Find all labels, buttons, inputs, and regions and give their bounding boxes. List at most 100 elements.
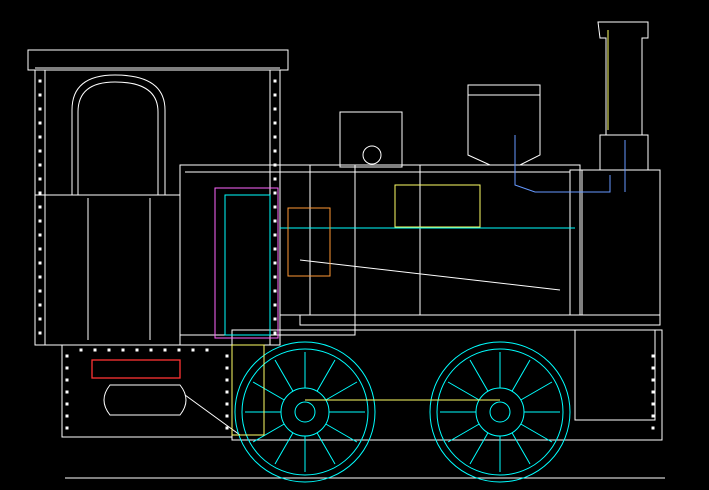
firebox-panel bbox=[394, 184, 481, 228]
rivet bbox=[65, 378, 69, 382]
rivet bbox=[225, 378, 229, 382]
tank-inspection-panel bbox=[287, 207, 331, 277]
rivet bbox=[65, 366, 69, 370]
rear-wheel-spoke bbox=[316, 432, 336, 465]
magenta-layer bbox=[214, 187, 279, 339]
cab-side-sheet bbox=[34, 194, 181, 346]
yellow-layer bbox=[231, 30, 609, 436]
rivet bbox=[651, 402, 655, 406]
rivet bbox=[93, 348, 97, 352]
rivet bbox=[38, 121, 42, 125]
outline-layer bbox=[27, 21, 665, 479]
nameplate bbox=[91, 359, 181, 379]
front-wheel-spoke bbox=[447, 423, 480, 443]
rivet bbox=[191, 348, 195, 352]
rear-axle-box bbox=[231, 344, 265, 436]
cab-window-frame bbox=[214, 187, 279, 339]
rivet bbox=[38, 219, 42, 223]
buffer-beam bbox=[61, 344, 233, 438]
rivet bbox=[38, 303, 42, 307]
rear-wheel-spoke bbox=[252, 423, 285, 443]
rivet bbox=[651, 378, 655, 382]
cyan-layer bbox=[224, 194, 575, 483]
rear-wheel-spoke bbox=[325, 423, 358, 443]
rivet bbox=[38, 331, 42, 335]
boiler bbox=[279, 164, 581, 316]
rivet bbox=[651, 366, 655, 370]
rivet bbox=[38, 191, 42, 195]
safety-valve bbox=[362, 145, 382, 165]
rivet bbox=[38, 317, 42, 321]
boiler-taper bbox=[299, 259, 561, 291]
cab-door-arch bbox=[71, 74, 166, 195]
rivet bbox=[149, 348, 153, 352]
cab-roof bbox=[27, 49, 289, 71]
rivet bbox=[273, 163, 277, 167]
rivet bbox=[38, 289, 42, 293]
rear-wheel-spoke bbox=[325, 381, 358, 401]
rivet bbox=[225, 390, 229, 394]
rivet bbox=[273, 121, 277, 125]
rear-wheel-spoke bbox=[274, 432, 294, 465]
front-wheel-spoke bbox=[520, 381, 553, 401]
rivet bbox=[65, 402, 69, 406]
rear-wheel-spoke bbox=[316, 359, 336, 392]
rivet bbox=[38, 233, 42, 237]
rivet bbox=[65, 426, 69, 430]
frame bbox=[231, 329, 663, 441]
front-wheel-spoke bbox=[511, 432, 531, 465]
rivet bbox=[273, 275, 277, 279]
rivet bbox=[273, 107, 277, 111]
rivet-details bbox=[38, 79, 655, 430]
rivet bbox=[273, 261, 277, 265]
rivet bbox=[65, 390, 69, 394]
cylinder bbox=[574, 329, 656, 421]
front-wheel-spoke bbox=[469, 359, 489, 392]
sand-dome bbox=[339, 111, 403, 168]
rivet bbox=[651, 390, 655, 394]
rivet bbox=[225, 366, 229, 370]
rivet bbox=[65, 414, 69, 418]
rivet bbox=[225, 402, 229, 406]
front-wheel-spoke bbox=[511, 359, 531, 392]
rivet bbox=[177, 348, 181, 352]
rivet bbox=[273, 79, 277, 83]
rivet bbox=[38, 93, 42, 97]
rivet bbox=[38, 135, 42, 139]
rivet bbox=[273, 289, 277, 293]
rivet bbox=[135, 348, 139, 352]
steam-dome bbox=[467, 84, 541, 166]
rivet bbox=[273, 303, 277, 307]
side-tank bbox=[179, 164, 356, 336]
rivet bbox=[273, 93, 277, 97]
front-wheel-spoke bbox=[520, 423, 553, 443]
rivet bbox=[273, 233, 277, 237]
rivet bbox=[163, 348, 167, 352]
rivet bbox=[273, 149, 277, 153]
rivet bbox=[273, 317, 277, 321]
front-wheel-spoke bbox=[469, 432, 489, 465]
rivet bbox=[205, 348, 209, 352]
rivet bbox=[273, 205, 277, 209]
rivet bbox=[38, 149, 42, 153]
rivet bbox=[79, 348, 83, 352]
rivet bbox=[651, 354, 655, 358]
rivet bbox=[225, 354, 229, 358]
rivet bbox=[651, 414, 655, 418]
rivet bbox=[38, 163, 42, 167]
rivet bbox=[225, 426, 229, 430]
rivet bbox=[273, 219, 277, 223]
rivet bbox=[38, 107, 42, 111]
chimney bbox=[597, 21, 649, 136]
rivet bbox=[225, 414, 229, 418]
rivet bbox=[273, 135, 277, 139]
running-board bbox=[299, 314, 661, 326]
rivet bbox=[651, 426, 655, 430]
blue-layer bbox=[514, 135, 626, 193]
rivet bbox=[273, 331, 277, 335]
rivet bbox=[38, 261, 42, 265]
red-layer bbox=[91, 359, 181, 379]
rivet bbox=[273, 177, 277, 181]
